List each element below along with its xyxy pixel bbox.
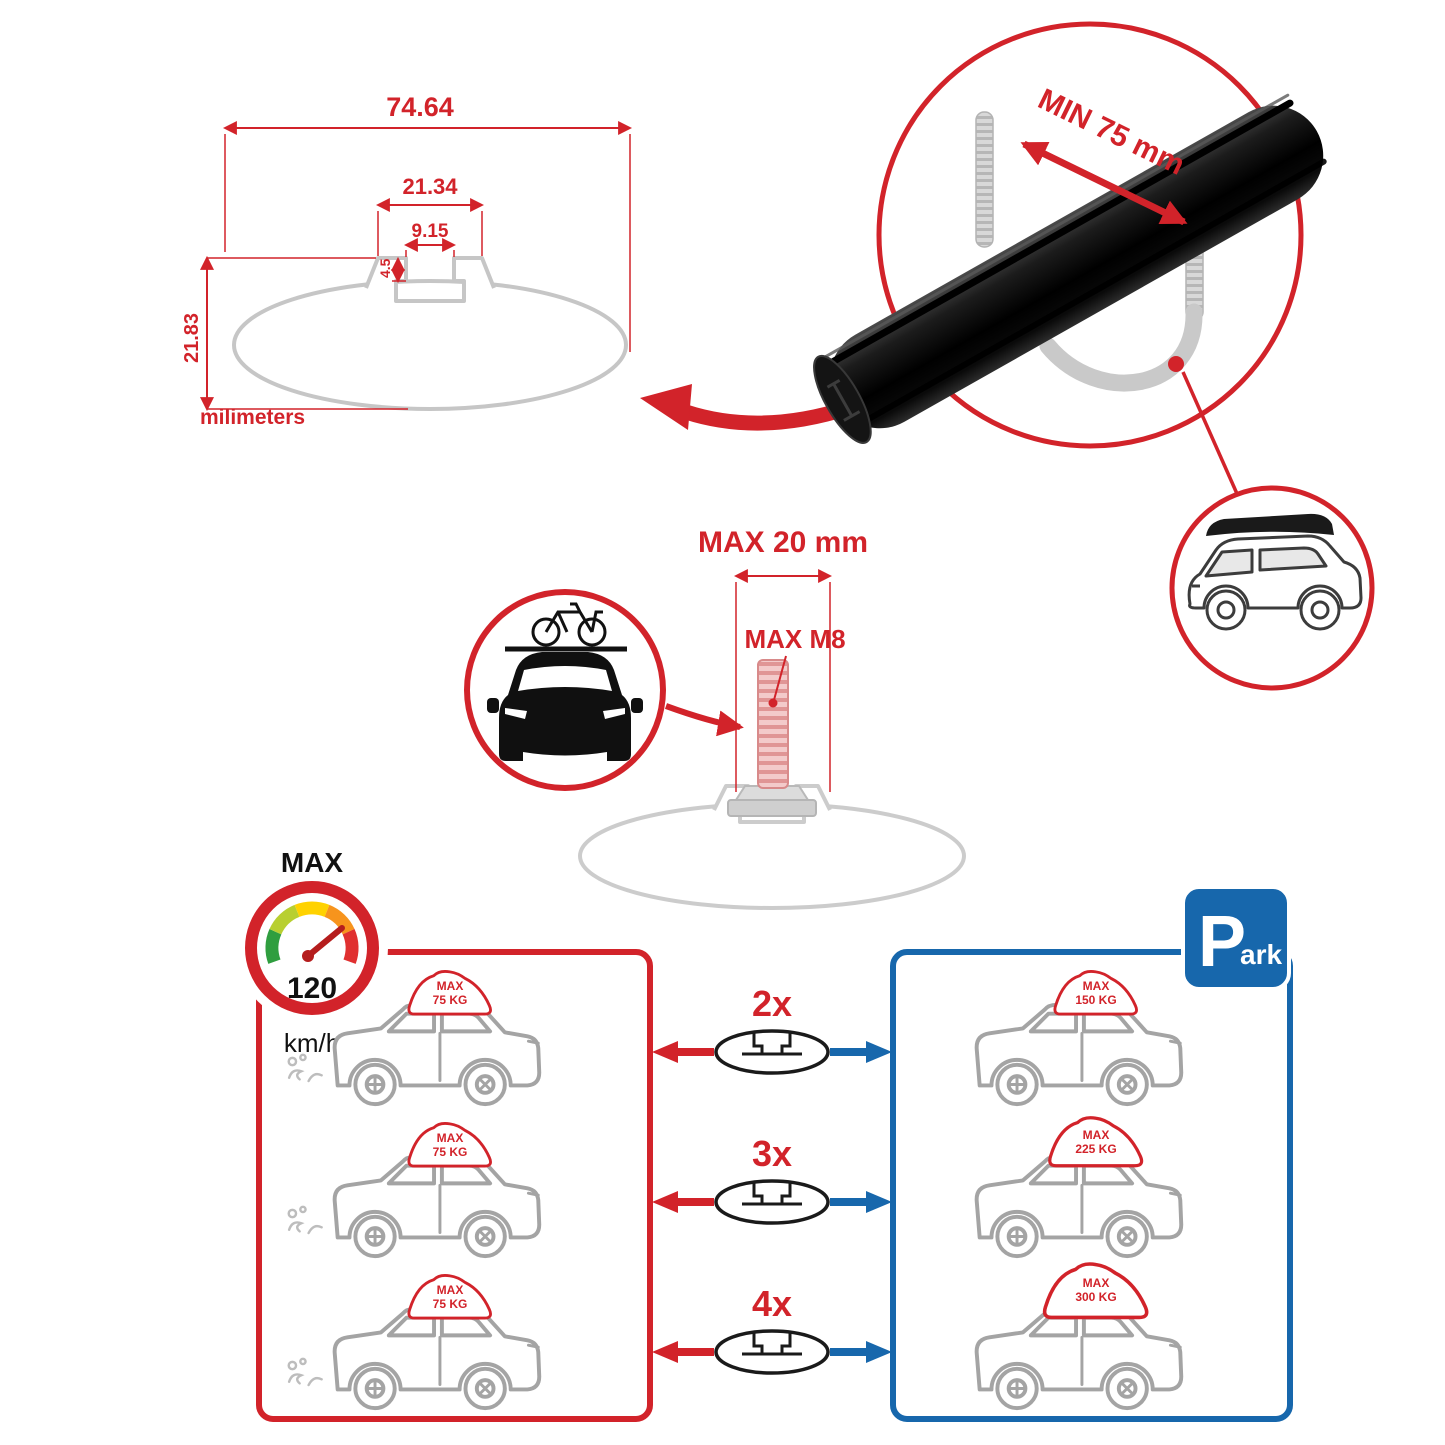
- dim-slot-width-label: 9.15: [412, 221, 449, 242]
- badge-to-bolt-arrow: [664, 703, 744, 737]
- bolt-max-length-label: MAX 20 mm: [698, 526, 868, 559]
- multiplier-label-2x: 2x: [752, 983, 792, 1024]
- gauge-speed-value: 120: [287, 972, 337, 1005]
- crossbar-profile-ellipse: [232, 279, 628, 411]
- arrow-left-red-head-3: [652, 1341, 678, 1363]
- arrow-right-blue-head-1: [866, 1041, 892, 1063]
- end-face-channel: [826, 379, 861, 422]
- dim-channel-width-label: 21.34: [402, 174, 458, 199]
- pointer-arrow-head: [640, 384, 692, 430]
- right-panel-cars: MAX 150 KG MAX 225 KG MAX 300 KG: [977, 969, 1182, 1408]
- bolt-max-thread-label: MAX M8: [744, 624, 845, 654]
- crossbar-end-icon-3: [714, 1329, 830, 1375]
- left-car-1-load: 75 KG: [433, 993, 468, 1007]
- suv-front-wheel: [1205, 589, 1247, 631]
- suv-roofbox-illustration: [1187, 513, 1363, 631]
- left-car-3-load: 75 KG: [433, 1297, 468, 1311]
- gauge-needle: [305, 925, 345, 959]
- right-car-3-load: 300 KG: [1075, 1290, 1116, 1304]
- car-mirror-left: [487, 698, 499, 713]
- dim-height-label: 21.83: [181, 313, 203, 363]
- car-front-bike-icon: [487, 602, 643, 761]
- arrow-left-red-head-2: [652, 1191, 678, 1213]
- thread-pointer-dot: [768, 698, 778, 708]
- dim-slot-depth-label: 4.5: [377, 258, 393, 278]
- crossbar-end-icon-2: [714, 1179, 830, 1225]
- car-headlight-left: [505, 708, 527, 719]
- park-sign-p: P: [1198, 902, 1246, 982]
- roof-box-icon: [1206, 513, 1334, 536]
- arrow-left-red-head-1: [652, 1041, 678, 1063]
- suv-side-window: [1258, 546, 1328, 572]
- bolt-spec-diagram: MAX 20 mm MAX M8: [464, 526, 966, 910]
- units-label: milimeters: [200, 406, 305, 429]
- pointer-arrow-to-diagram: [640, 384, 851, 431]
- right-car-2-max: MAX: [1083, 1128, 1110, 1142]
- car-mirror-right: [631, 698, 643, 713]
- crossbar-end-slot-1: [742, 1033, 802, 1056]
- arrow-right-blue-head-3: [866, 1341, 892, 1363]
- right-car-1-max: MAX: [1083, 979, 1110, 993]
- bicycle-icon: [531, 602, 607, 647]
- park-sign-plate: [1181, 885, 1291, 991]
- clamp-point-dot: [1168, 356, 1184, 372]
- gauge-needle-pivot: [302, 950, 314, 962]
- u-hook: [1039, 303, 1203, 392]
- profile-dimension-diagram: 74.64 21.34 9.15 4.5 21.83 milimeters: [181, 92, 633, 429]
- park-sign: P ark: [1181, 885, 1291, 991]
- crossbar-body: [829, 105, 1324, 429]
- crossbar-3d-detail: MIN 75 mm: [813, 21, 1327, 497]
- left-car-2-max: MAX: [437, 1131, 464, 1145]
- left-panel-cars: MAX 75 KG MAX 75 KG MAX 75 KG: [287, 969, 540, 1408]
- suv-rear-wheel: [1299, 589, 1341, 631]
- bolt-dimension-lines: [733, 569, 833, 792]
- connector-line-to-car: [1181, 371, 1240, 497]
- crossbar-bottom-groove: [855, 158, 1327, 428]
- pointer-arrow-shaft: [683, 400, 851, 431]
- dimension-lines: [200, 121, 633, 412]
- left-car-1-max: MAX: [437, 979, 464, 993]
- gauge-arc-segments: [265, 901, 359, 964]
- crossbar-end-icon-1: [714, 1029, 830, 1075]
- multiplier-label-3x: 3x: [752, 1133, 792, 1174]
- threaded-bolt: [757, 659, 789, 789]
- gauge-speed-unit: km/h: [284, 1028, 340, 1058]
- car-headlight-right: [603, 708, 625, 719]
- right-car-3-max: MAX: [1083, 1276, 1110, 1290]
- dim-overall-width-label: 74.64: [386, 92, 454, 122]
- speed-limit-gauge: MAX 120 km/h: [236, 847, 388, 1058]
- left-car-2-load: 75 KG: [433, 1145, 468, 1159]
- bar-count-rows: 2x 3x 4x: [652, 983, 892, 1375]
- arrow-right-blue-head-2: [866, 1191, 892, 1213]
- crossbar-end-slot-2: [742, 1183, 802, 1206]
- right-car-1-load: 150 KG: [1075, 993, 1116, 1007]
- crossbar-end-slot-3: [742, 1333, 802, 1356]
- car-front-windshield: [518, 666, 612, 691]
- park-sign-ark: ark: [1240, 939, 1282, 970]
- threaded-rod-left: [975, 111, 994, 248]
- right-car-2-load: 225 KG: [1075, 1142, 1116, 1156]
- multiplier-label-4x: 4x: [752, 1283, 792, 1324]
- min-span-arrow: [1020, 140, 1188, 226]
- left-car-3-max: MAX: [437, 1283, 464, 1297]
- t-nut-plate: [727, 799, 817, 817]
- suv-windshield: [1204, 548, 1254, 578]
- roofbox-car-badge: [1169, 485, 1375, 691]
